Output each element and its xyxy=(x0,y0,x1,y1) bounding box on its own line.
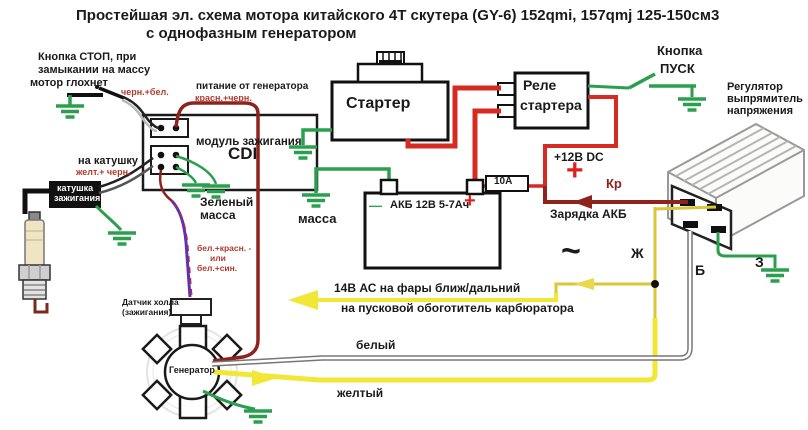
stop-button-label-3: мотор глохнет xyxy=(30,77,108,89)
cdi-label-2: CDI xyxy=(228,144,258,163)
white-wire-label: белый xyxy=(356,338,396,352)
generator-ground-wire xyxy=(202,389,256,411)
coil-box-label-1: катушка xyxy=(57,183,94,193)
yellow-wire-letter: Ж xyxy=(631,245,644,261)
hall-wire-label-2: или xyxy=(210,253,226,263)
kr-wire-label: Кр xyxy=(606,176,622,191)
ground-symbol-coil xyxy=(106,231,138,246)
hall-wire-label-1: бел.+красн. - xyxy=(197,243,252,253)
ac-arrow-left xyxy=(288,290,318,310)
battery-box xyxy=(363,178,502,270)
coil-to-cdi-wire xyxy=(98,156,154,195)
starter-box xyxy=(330,51,450,142)
yellow-junction-dot xyxy=(651,280,659,288)
ground-symbol-stop xyxy=(54,104,86,119)
fuse-box xyxy=(485,175,529,192)
starter-ground-wire xyxy=(301,128,332,145)
dc-plus-symbol: + xyxy=(566,154,584,187)
battery-label: АКБ 12В 5-7Ач xyxy=(390,199,470,211)
generator-ac-arrow xyxy=(252,370,277,386)
ground-symbol-generator xyxy=(242,409,274,424)
hall-sensor-box xyxy=(170,298,212,325)
to-coil-label: на катушку xyxy=(78,155,139,167)
ground-symbol-start-button xyxy=(676,97,708,112)
starter-label: Стартер xyxy=(346,95,411,112)
green-wire-letter: З xyxy=(755,254,764,270)
title-line1: Простейшая эл. схема мотора китайского 4… xyxy=(76,7,720,24)
charge-wire xyxy=(543,186,688,204)
ac-output-label-2: на пусковой обоготитель карбюратора xyxy=(341,301,574,315)
regulator-ground-wire xyxy=(716,232,777,268)
generator-label: Генератор xyxy=(169,365,215,375)
relay-label-2: стартера xyxy=(520,97,582,113)
start-button-label-1: Кнопка xyxy=(657,43,703,58)
white-wire-letter: Б xyxy=(695,262,706,278)
hall-sensor-wire xyxy=(158,169,193,298)
ac-output-label-1: 14В АС на фары ближ/дальний xyxy=(334,281,521,295)
stop-to-cdi-wire xyxy=(121,95,160,133)
ac-arrow-right xyxy=(574,278,594,290)
title-line2: с однофазным генератором xyxy=(146,25,357,42)
ground-symbol-battery xyxy=(300,193,332,208)
regulator-label-1: Регулятор xyxy=(727,81,783,93)
ac-symbol: ~ xyxy=(561,232,581,270)
yellow-ac-wires xyxy=(213,205,717,383)
coil-ground-wire xyxy=(94,204,123,231)
green-ground-label-1: Зеленый xyxy=(200,195,254,209)
starter-relay-box xyxy=(497,71,590,130)
yellow-wire-label: желтый xyxy=(337,386,384,400)
white-wire xyxy=(211,231,693,367)
dc-12v-label: +12В DC xyxy=(554,150,604,164)
coil-wire-label: желт.+ черн. xyxy=(76,167,131,177)
hall-sensor-label-2: (зажигания) xyxy=(122,307,172,317)
stop-button-label-2: замыкании на массу xyxy=(38,64,151,76)
green-ground-label-2: масса xyxy=(200,208,236,222)
battery-minus: — xyxy=(369,198,382,213)
hall-sensor-label-1: Датчик холла xyxy=(122,297,179,307)
cdi-ground-wires xyxy=(175,154,218,185)
stop-wire-label: черн.+бел. xyxy=(121,87,169,97)
ground-symbol-regulator xyxy=(759,268,791,283)
hall-wire-label-3: бел.+син. xyxy=(197,263,238,273)
generator-power-wire-label: красн.+черн. xyxy=(195,93,252,103)
ignition-coil-box xyxy=(49,181,101,208)
relay-label-1: Реле xyxy=(523,77,557,93)
spark-plug xyxy=(18,211,51,314)
start-button-switch xyxy=(587,72,696,97)
generator-power-wire xyxy=(174,101,260,363)
stop-button-label-1: Кнопка СТОП, при xyxy=(38,51,137,63)
regulator-rectifier-body xyxy=(667,122,805,251)
stop-button-switch xyxy=(67,85,125,105)
starter-ground-label: масса xyxy=(298,211,337,226)
charge-label: Зарядка АКБ xyxy=(550,207,627,221)
cdi-module-box xyxy=(141,113,319,192)
battery-plus: + xyxy=(464,190,476,212)
battery-ground-wire xyxy=(314,167,391,193)
start-button-label-2: ПУСК xyxy=(660,61,695,76)
fuse-label: 10А xyxy=(494,176,513,187)
coil-to-plug-wire xyxy=(22,188,50,214)
regulator-label-2: выпрямитель xyxy=(727,93,803,105)
generator-stator xyxy=(141,324,243,420)
cdi-label-1: модуль зажигания xyxy=(196,136,302,148)
regulator-label-3: напряжения xyxy=(727,105,793,117)
charge-arrow xyxy=(573,195,592,209)
coil-box-label-2: зажигания xyxy=(54,193,101,203)
generator-power-label: питание от генератора xyxy=(196,81,309,92)
